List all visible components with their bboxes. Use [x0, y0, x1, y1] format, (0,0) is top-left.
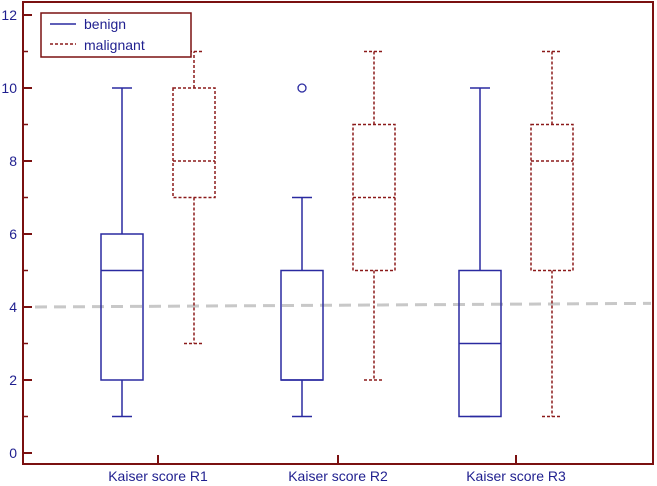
legend-label-malignant: malignant	[84, 37, 145, 53]
box-layer	[100, 50, 574, 418]
legend-label-benign: benign	[84, 16, 126, 32]
x-tick-label: Kaiser score R3	[466, 468, 566, 484]
iqr-box	[280, 269, 324, 381]
reference-line	[34, 301, 652, 309]
y-tick-label: 12	[1, 7, 17, 23]
box-malignant-2	[352, 50, 396, 381]
y-tick-label: 8	[9, 153, 17, 169]
y-tick-label: 2	[9, 372, 17, 388]
legend-box	[40, 12, 192, 58]
plot-frame	[22, 1, 654, 465]
iqr-box	[530, 123, 574, 272]
reference-line-layer	[34, 301, 652, 309]
legend: benign malignant	[40, 12, 192, 58]
x-tick-label: Kaiser score R2	[288, 468, 388, 484]
box-malignant-1	[172, 50, 216, 345]
box-benign-2	[280, 83, 324, 418]
box-benign-3	[458, 87, 502, 418]
iqr-box	[172, 87, 216, 199]
outlier-point	[297, 83, 307, 93]
box-benign-1	[100, 87, 144, 418]
y-tick-label: 4	[9, 299, 17, 315]
box-malignant-3	[530, 50, 574, 418]
y-tick-label: 0	[9, 445, 17, 461]
y-tick-label: 6	[9, 226, 17, 242]
y-tick-label: 10	[1, 80, 17, 96]
x-tick-label: Kaiser score R1	[108, 468, 208, 484]
iqr-box	[100, 233, 144, 381]
